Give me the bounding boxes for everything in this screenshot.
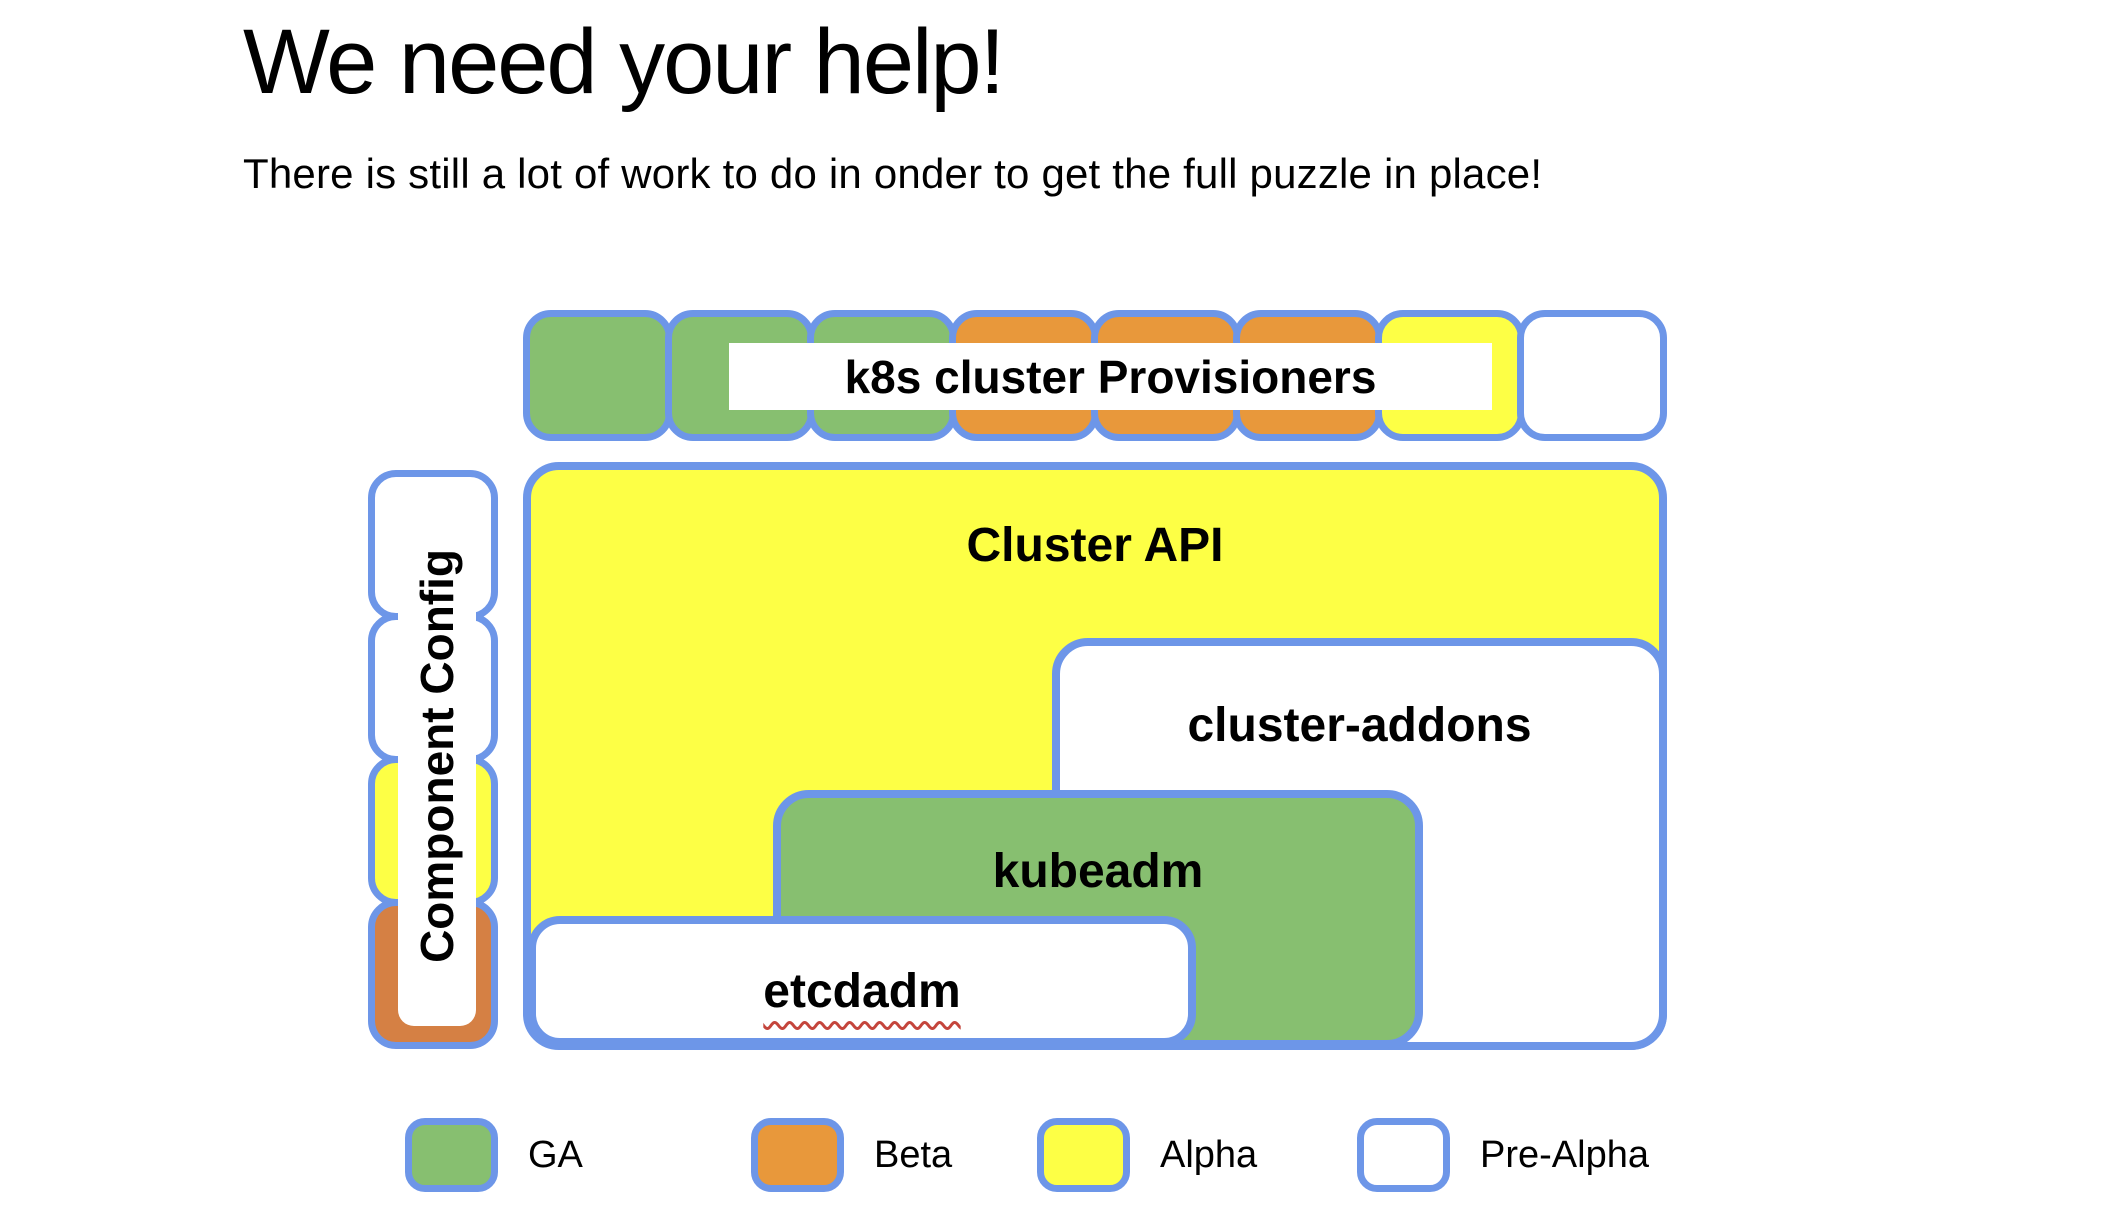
legend-label-beta: Beta [874,1134,953,1176]
provisioner-square-1-ga [523,310,673,441]
cluster-api-label: Cluster API [966,519,1224,572]
legend-swatch-alpha [1037,1118,1130,1192]
legend-item-prealpha: Pre-Alpha [1357,1118,1649,1192]
etcdadm-label-text: etcdadm [763,965,961,1018]
legend-item-beta: Beta [751,1118,952,1192]
legend-label-prealpha: Pre-Alpha [1480,1134,1649,1176]
kubeadm-label: kubeadm [992,845,1204,898]
legend-label-ga: GA [528,1134,583,1176]
cluster-addons-label: cluster-addons [1187,699,1532,752]
subtitle: There is still a lot of work to do in on… [243,150,1543,197]
provisioner-square-8-pre-alpha [1517,310,1667,441]
etcdadm-box: etcdadm [528,916,1196,1046]
component-config-label: Component Config [398,486,476,1026]
legend-swatch-ga [405,1118,498,1192]
legend-swatch-beta [751,1118,844,1192]
legend-swatch-prealpha [1357,1118,1450,1192]
legend-item-alpha: Alpha [1037,1118,1257,1192]
component-config-label-text: Component Config [411,549,463,963]
legend-label-alpha: Alpha [1160,1134,1258,1176]
etcdadm-label: etcdadm [536,964,1188,1019]
legend-item-ga: GA [405,1118,583,1192]
provisioners-label: k8s cluster Provisioners [729,343,1492,410]
page-title: We need your help! [243,11,1005,113]
